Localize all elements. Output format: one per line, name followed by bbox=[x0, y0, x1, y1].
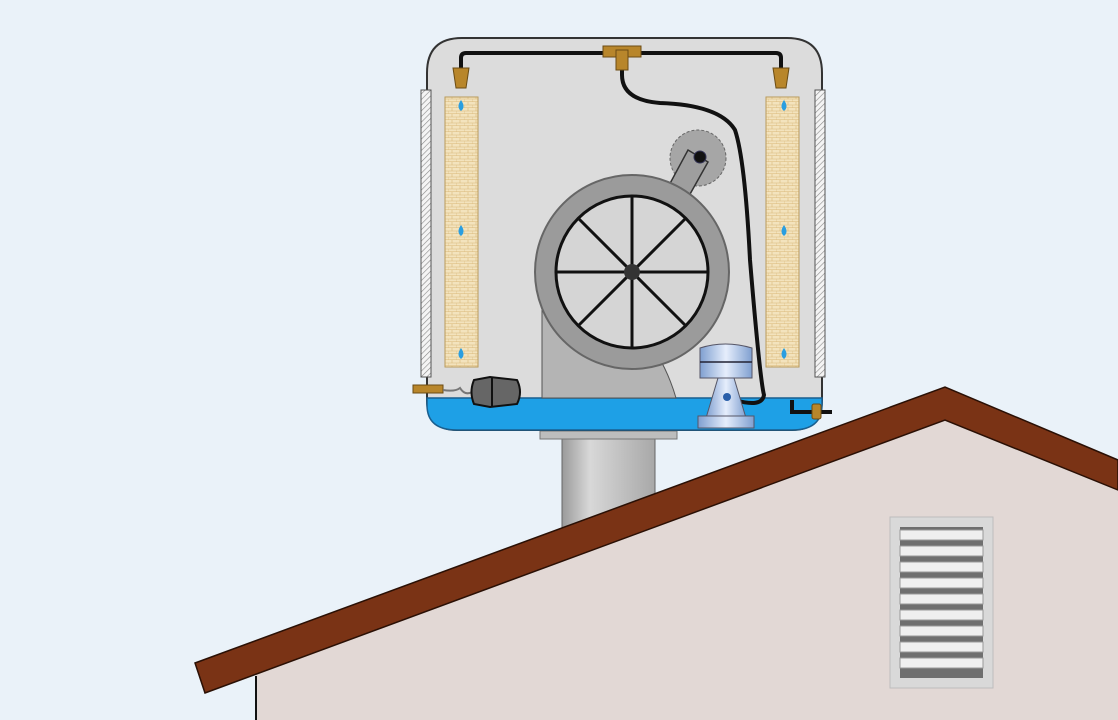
louvre-left bbox=[420, 89, 432, 378]
blower-fan-icon bbox=[534, 174, 730, 370]
water-pump-icon bbox=[697, 343, 755, 429]
water-distribution-pipe-icon bbox=[452, 45, 790, 406]
float-valve-icon bbox=[412, 375, 521, 409]
house bbox=[194, 386, 1118, 720]
gable-vent-icon bbox=[889, 516, 994, 689]
water-drop-icons bbox=[458, 100, 787, 359]
louvre-right bbox=[814, 89, 826, 378]
drain-valve-icon bbox=[790, 400, 832, 420]
roof-icon bbox=[194, 386, 1118, 694]
evaporative-cooler-icon bbox=[412, 37, 832, 431]
